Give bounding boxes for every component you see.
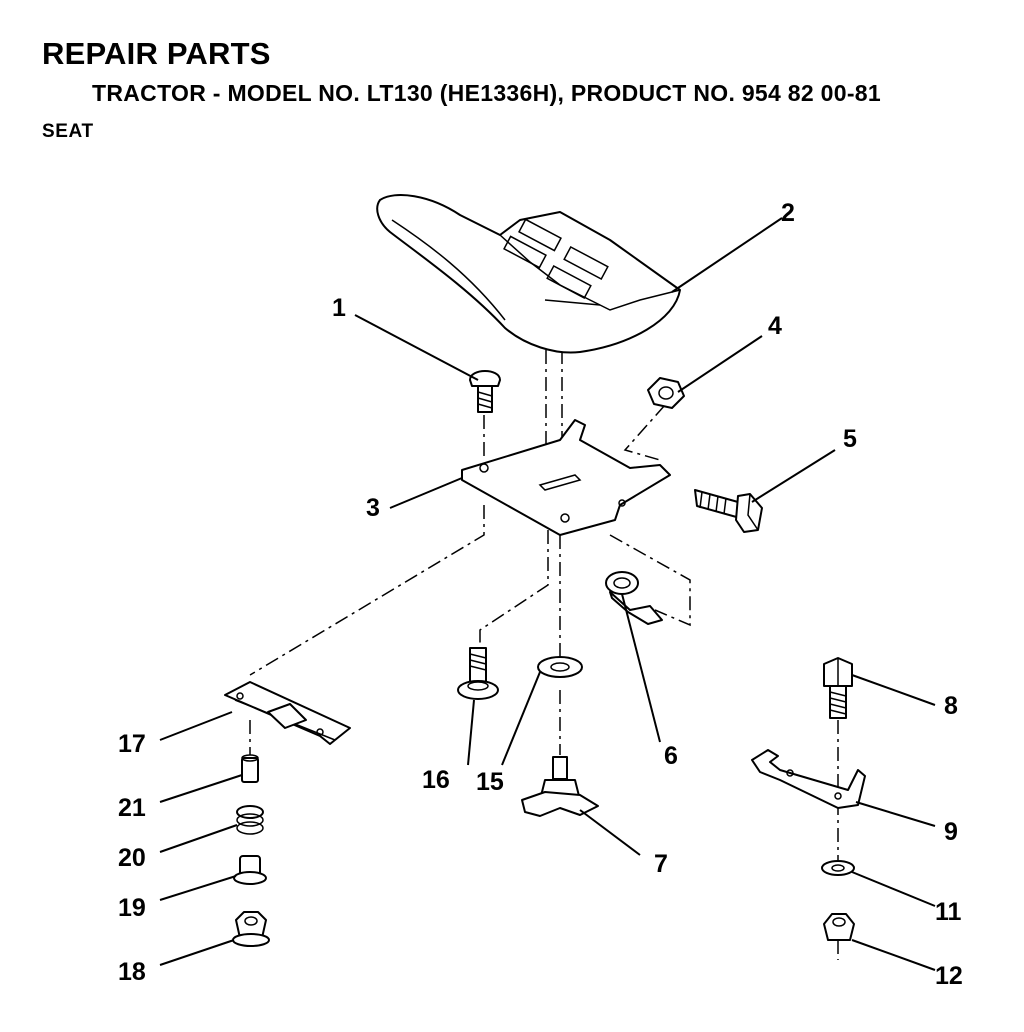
- section-label: SEAT: [42, 121, 94, 142]
- callout-16: 16: [422, 766, 450, 794]
- callout-8: 8: [944, 692, 958, 720]
- latch-plate-part: [224, 681, 351, 745]
- callout-7: 7: [654, 850, 668, 878]
- seat-part: [376, 194, 681, 354]
- callout-4: 4: [768, 312, 782, 340]
- seat-bracket-part: [461, 419, 671, 536]
- callout-labels: 1 2 3 4 5 6 7 8 9 11 12 15 16 17 18 19 2…: [118, 199, 963, 990]
- shoulder-bolt-part: [457, 647, 499, 700]
- callout-1: 1: [332, 294, 346, 322]
- lock-nut-part: [823, 913, 855, 941]
- callout-20: 20: [118, 844, 146, 872]
- hex-nut-part: [647, 377, 685, 409]
- spring-clip-part: [605, 571, 663, 625]
- callout-2: 2: [781, 199, 795, 227]
- callout-9: 9: [944, 818, 958, 846]
- wing-knob-part: [521, 756, 599, 817]
- callout-15: 15: [476, 768, 504, 796]
- washer-11-part: [821, 860, 855, 876]
- spacer-part: [233, 855, 267, 885]
- assembly-lines: [249, 350, 839, 960]
- flange-nut-part: [232, 911, 270, 947]
- callout-21: 21: [118, 794, 146, 822]
- leader-lines: [159, 217, 936, 971]
- flat-washer-part: [537, 656, 583, 678]
- callout-11: 11: [935, 898, 962, 926]
- model-subtitle: TRACTOR - MODEL NO. LT130 (HE1336H), PRO…: [92, 80, 881, 106]
- callout-12: 12: [935, 962, 963, 990]
- mounting-bracket-part: [751, 749, 866, 809]
- spring-part: [236, 805, 264, 835]
- callout-18: 18: [118, 958, 146, 986]
- callout-19: 19: [118, 894, 146, 922]
- callout-5: 5: [843, 425, 857, 453]
- bolt-8-part: [823, 657, 853, 719]
- callout-6: 6: [664, 742, 678, 770]
- hex-bolt-part: [694, 489, 763, 533]
- carriage-bolt-part: [469, 370, 501, 413]
- callout-17: 17: [118, 730, 146, 758]
- pin-part: [241, 754, 259, 783]
- page-title: REPAIR PARTS: [42, 36, 271, 71]
- callout-3: 3: [366, 494, 380, 522]
